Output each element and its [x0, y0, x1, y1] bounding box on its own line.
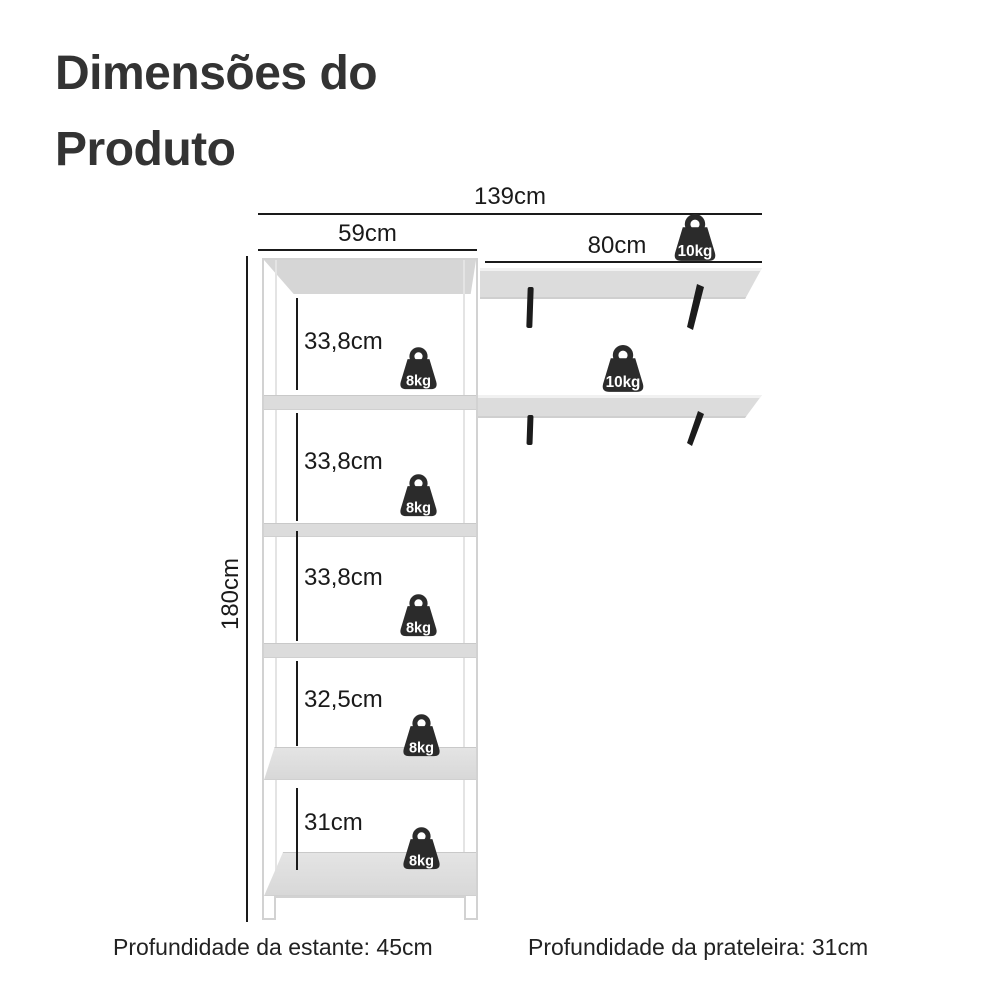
- bracket-icon: [526, 286, 534, 329]
- compartment-5-tick: [296, 788, 298, 870]
- compartment-2-label: 33,8cm: [304, 448, 383, 475]
- svg-text:8kg: 8kg: [406, 500, 431, 516]
- depth-prateleira-note: Profundidade da prateleira: 31cm: [528, 934, 869, 960]
- shelf-unit-top-face: [264, 260, 476, 294]
- shelf-unit: [262, 258, 478, 898]
- total-width-label: 139cm: [473, 183, 547, 210]
- right-post: [463, 260, 465, 896]
- left-post: [275, 260, 277, 896]
- weight-8kg-icon: 8kg: [400, 474, 437, 516]
- svg-text:8kg: 8kg: [406, 373, 431, 389]
- svg-text:8kg: 8kg: [409, 853, 434, 869]
- depth-estante-note: Profundidade da estante: 45cm: [113, 934, 433, 960]
- right-width-line: [485, 261, 762, 263]
- compartment-4-tick: [296, 661, 298, 746]
- compartment-5-label: 31cm: [304, 809, 363, 836]
- bracket-icon: [526, 414, 534, 446]
- svg-text:8kg: 8kg: [406, 620, 431, 636]
- height-line: [246, 256, 248, 922]
- shelf-1: [264, 395, 476, 410]
- weight-8kg-icon: 8kg: [403, 714, 440, 756]
- svg-text:10kg: 10kg: [606, 374, 641, 391]
- compartment-1-tick: [296, 298, 298, 390]
- compartment-3-tick: [296, 531, 298, 641]
- shelf-3: [264, 643, 476, 658]
- unit-left-leg: [262, 896, 276, 920]
- shelf-2: [264, 523, 476, 537]
- weight-10kg-icon: 10kg: [602, 345, 644, 392]
- compartment-3-label: 33,8cm: [304, 564, 383, 591]
- right-width-label: 80cm: [587, 232, 647, 259]
- weight-8kg-icon: 8kg: [400, 594, 437, 636]
- left-width-label: 59cm: [338, 220, 397, 247]
- bracket-icon: [687, 411, 704, 446]
- wall-shelf-2: [478, 395, 762, 418]
- height-label: 180cm: [217, 557, 244, 631]
- weight-10kg-icon: 10kg: [674, 214, 716, 261]
- compartment-2-tick: [296, 413, 298, 521]
- shelf-4: [264, 747, 476, 780]
- compartment-4-label: 32,5cm: [304, 686, 383, 713]
- svg-text:8kg: 8kg: [409, 740, 434, 756]
- weight-8kg-icon: 8kg: [403, 827, 440, 869]
- left-width-line: [258, 249, 477, 251]
- svg-text:10kg: 10kg: [678, 243, 713, 260]
- unit-right-leg: [464, 896, 478, 920]
- wall-shelf-1: [480, 268, 762, 299]
- page-title: Dimensões do Produto: [55, 47, 378, 176]
- total-width-line: [258, 213, 762, 215]
- shelf-bottom: [264, 852, 476, 896]
- weight-8kg-icon: 8kg: [400, 347, 437, 389]
- bracket-icon: [687, 284, 704, 330]
- compartment-1-label: 33,8cm: [304, 328, 383, 355]
